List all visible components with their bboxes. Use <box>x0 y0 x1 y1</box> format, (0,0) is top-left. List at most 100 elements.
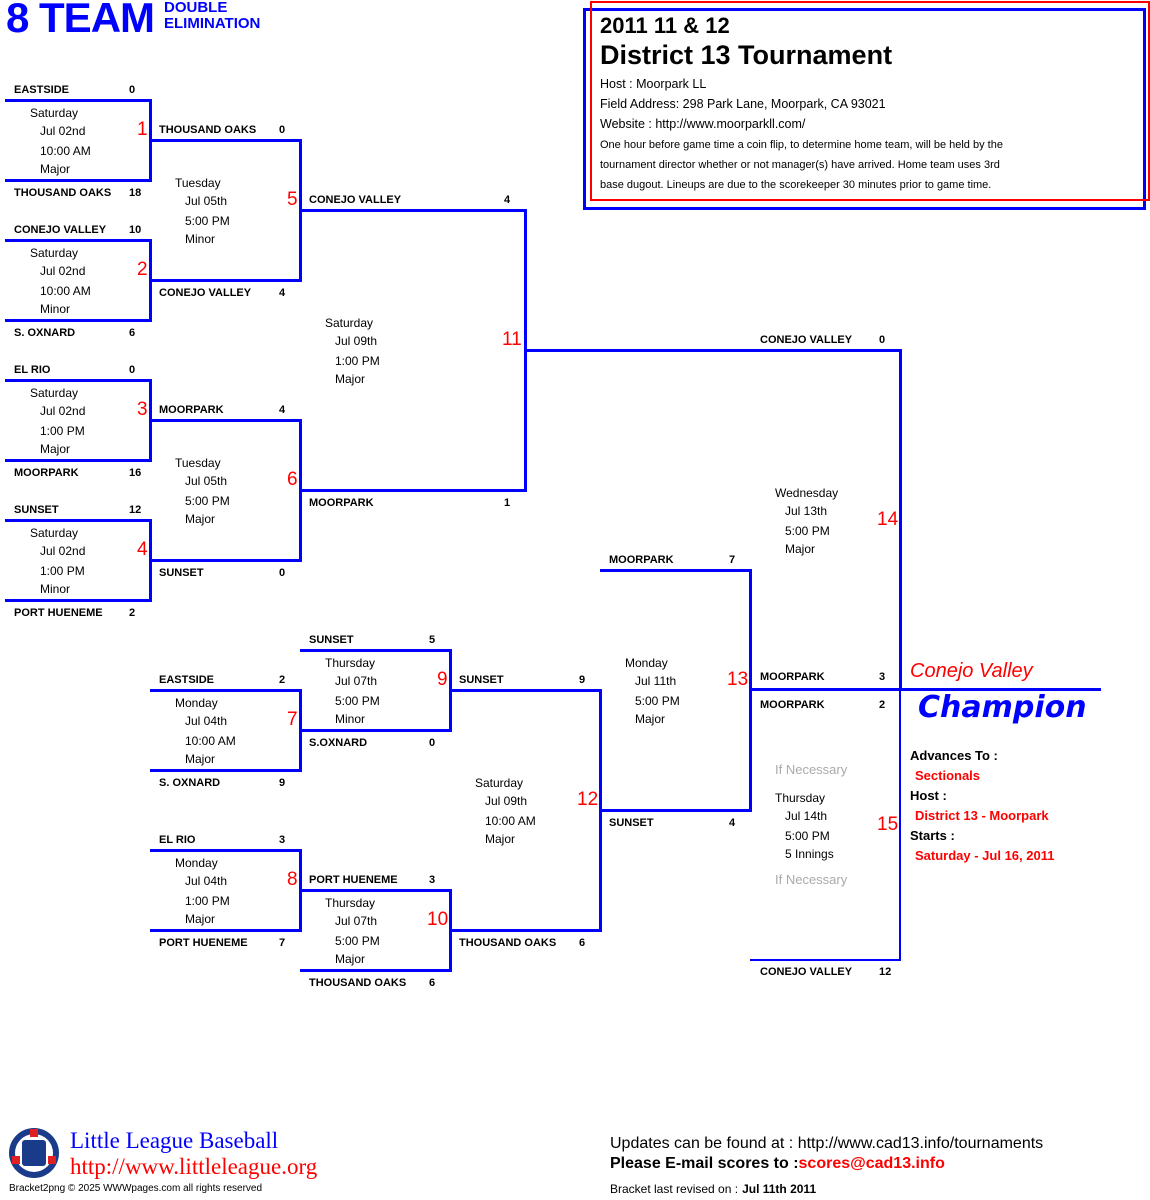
game-date: Jul 02nd <box>40 544 86 558</box>
game-date: Jul 05th <box>185 194 228 208</box>
team-name[interactable]: SUNSET <box>159 567 204 579</box>
tournament-website[interactable]: Website : http://www.moorparkll.com/ <box>600 117 806 131</box>
game-number: 1 <box>137 119 148 140</box>
copyright-notice: Bracket2png © 2025 WWWpages.com all righ… <box>9 1183 263 1194</box>
team-name[interactable]: CONEJO VALLEY <box>760 966 853 978</box>
game-g14-bottom-line <box>750 688 902 691</box>
bracket-type-subtitle: DOUBLE ELIMINATION <box>164 0 260 32</box>
game-g9-top-line <box>300 649 452 652</box>
game-field: Minor <box>40 582 71 596</box>
game-field: Major <box>785 542 816 556</box>
team-name[interactable]: THOUSAND OAKS <box>14 187 112 199</box>
team-name[interactable]: MOORPARK <box>760 699 825 711</box>
team-score: 0 <box>279 567 286 579</box>
team-name[interactable]: SUNSET <box>459 674 504 686</box>
game-number: 6 <box>287 469 298 490</box>
game-g4-bottom-line <box>5 599 152 602</box>
team-name[interactable]: EASTSIDE <box>14 84 70 96</box>
team-name[interactable]: MOORPARK <box>14 467 79 479</box>
champion-team: Conejo Valley <box>910 660 1033 682</box>
team-score: 0 <box>129 84 136 96</box>
team-score: 4 <box>279 404 286 416</box>
game-number: 11 <box>502 329 522 350</box>
game-g5-bottom-line <box>150 279 302 282</box>
team-name[interactable]: S.OXNARD <box>309 737 368 749</box>
game-number: 8 <box>287 869 298 890</box>
team-name[interactable]: MOORPARK <box>760 671 825 683</box>
tournament-note-line: tournament director whether or not manag… <box>600 159 1000 171</box>
game-number: 14 <box>877 509 899 530</box>
team-name[interactable]: SUNSET <box>14 504 59 516</box>
advances-to-value: Sectionals <box>915 768 981 783</box>
team-name[interactable]: MOORPARK <box>609 554 674 566</box>
advances-to-label: Advances To : <box>910 748 998 763</box>
team-name[interactable]: SUNSET <box>609 817 654 829</box>
team-name[interactable]: EL RIO <box>159 834 196 846</box>
team-name[interactable]: CONEJO VALLEY <box>760 334 853 346</box>
team-name[interactable]: THOUSAND OAKS <box>159 124 257 136</box>
game-time: 5:00 PM <box>335 934 380 948</box>
game-time: 10:00 AM <box>185 734 236 748</box>
team-name[interactable]: S. OXNARD <box>14 327 76 339</box>
game-field: Major <box>185 752 216 766</box>
game-field: 5 Innings <box>785 847 834 861</box>
team-name[interactable]: THOUSAND OAKS <box>309 977 407 989</box>
game-date: Jul 02nd <box>40 404 86 418</box>
game-g14-top-line <box>525 349 902 352</box>
game-g9-bottom-line <box>300 729 452 732</box>
game-date: Jul 13th <box>785 504 828 518</box>
team-name[interactable]: EASTSIDE <box>159 674 215 686</box>
team-score: 7 <box>279 937 286 949</box>
team-name[interactable]: CONEJO VALLEY <box>14 224 107 236</box>
starts-label: Starts : <box>910 828 955 843</box>
updates-link[interactable]: Updates can be found at : http://www.cad… <box>610 1135 1044 1152</box>
bracket-type-title: 8 TEAM <box>6 0 155 41</box>
team-name[interactable]: MOORPARK <box>159 404 224 416</box>
game-g7-bottom-line <box>150 769 302 772</box>
game-day: Saturday <box>30 386 79 400</box>
team-name[interactable]: PORT HUENEME <box>309 874 398 886</box>
game-date: Jul 14th <box>785 809 828 823</box>
game-g4-top-line <box>5 519 152 522</box>
game-time: 10:00 AM <box>485 814 536 828</box>
game-time: 1:00 PM <box>40 564 85 578</box>
game-field: Major <box>185 912 216 926</box>
game-g14-connector <box>899 349 902 691</box>
if-necessary-note: If Necessary <box>775 872 848 887</box>
team-score: 2 <box>129 607 136 619</box>
champion-line <box>900 688 1101 691</box>
game-time: 5:00 PM <box>185 214 230 228</box>
game-time: 5:00 PM <box>185 494 230 508</box>
team-name[interactable]: S. OXNARD <box>159 777 221 789</box>
game-g12-bottom-line <box>450 929 602 932</box>
team-name[interactable]: MOORPARK <box>309 497 374 509</box>
champion-label: Champion <box>918 690 1087 725</box>
team-name[interactable]: CONEJO VALLEY <box>159 287 252 299</box>
game-g6-bottom-line <box>150 559 302 562</box>
team-name[interactable]: PORT HUENEME <box>159 937 248 949</box>
team-score: 10 <box>129 224 142 236</box>
team-score: 6 <box>579 937 586 949</box>
tournament-name: District 13 Tournament <box>600 40 893 70</box>
email-scores-link[interactable]: scores@cad13.info <box>798 1155 945 1172</box>
game-day: Tuesday <box>175 456 221 470</box>
team-name[interactable]: CONEJO VALLEY <box>309 194 402 206</box>
team-name[interactable]: THOUSAND OAKS <box>459 937 557 949</box>
team-name[interactable]: PORT HUENEME <box>14 607 103 619</box>
team-score: 2 <box>879 699 886 711</box>
team-score: 2 <box>279 674 286 686</box>
team-score: 3 <box>279 834 286 846</box>
team-name[interactable]: EL RIO <box>14 364 51 376</box>
team-name[interactable]: SUNSET <box>309 634 354 646</box>
little-league-link[interactable]: http://www.littleleague.org <box>70 1154 318 1179</box>
game-time: 5:00 PM <box>785 524 830 538</box>
game-day: Monday <box>175 856 218 870</box>
game-number: 13 <box>727 669 749 690</box>
tournament-host: Host : Moorpark LL <box>600 77 707 91</box>
tournament-year-division: 2011 11 & 12 <box>600 13 730 38</box>
last-revised-line: Bracket last revised on :Jul 11th 2011 <box>610 1182 816 1196</box>
